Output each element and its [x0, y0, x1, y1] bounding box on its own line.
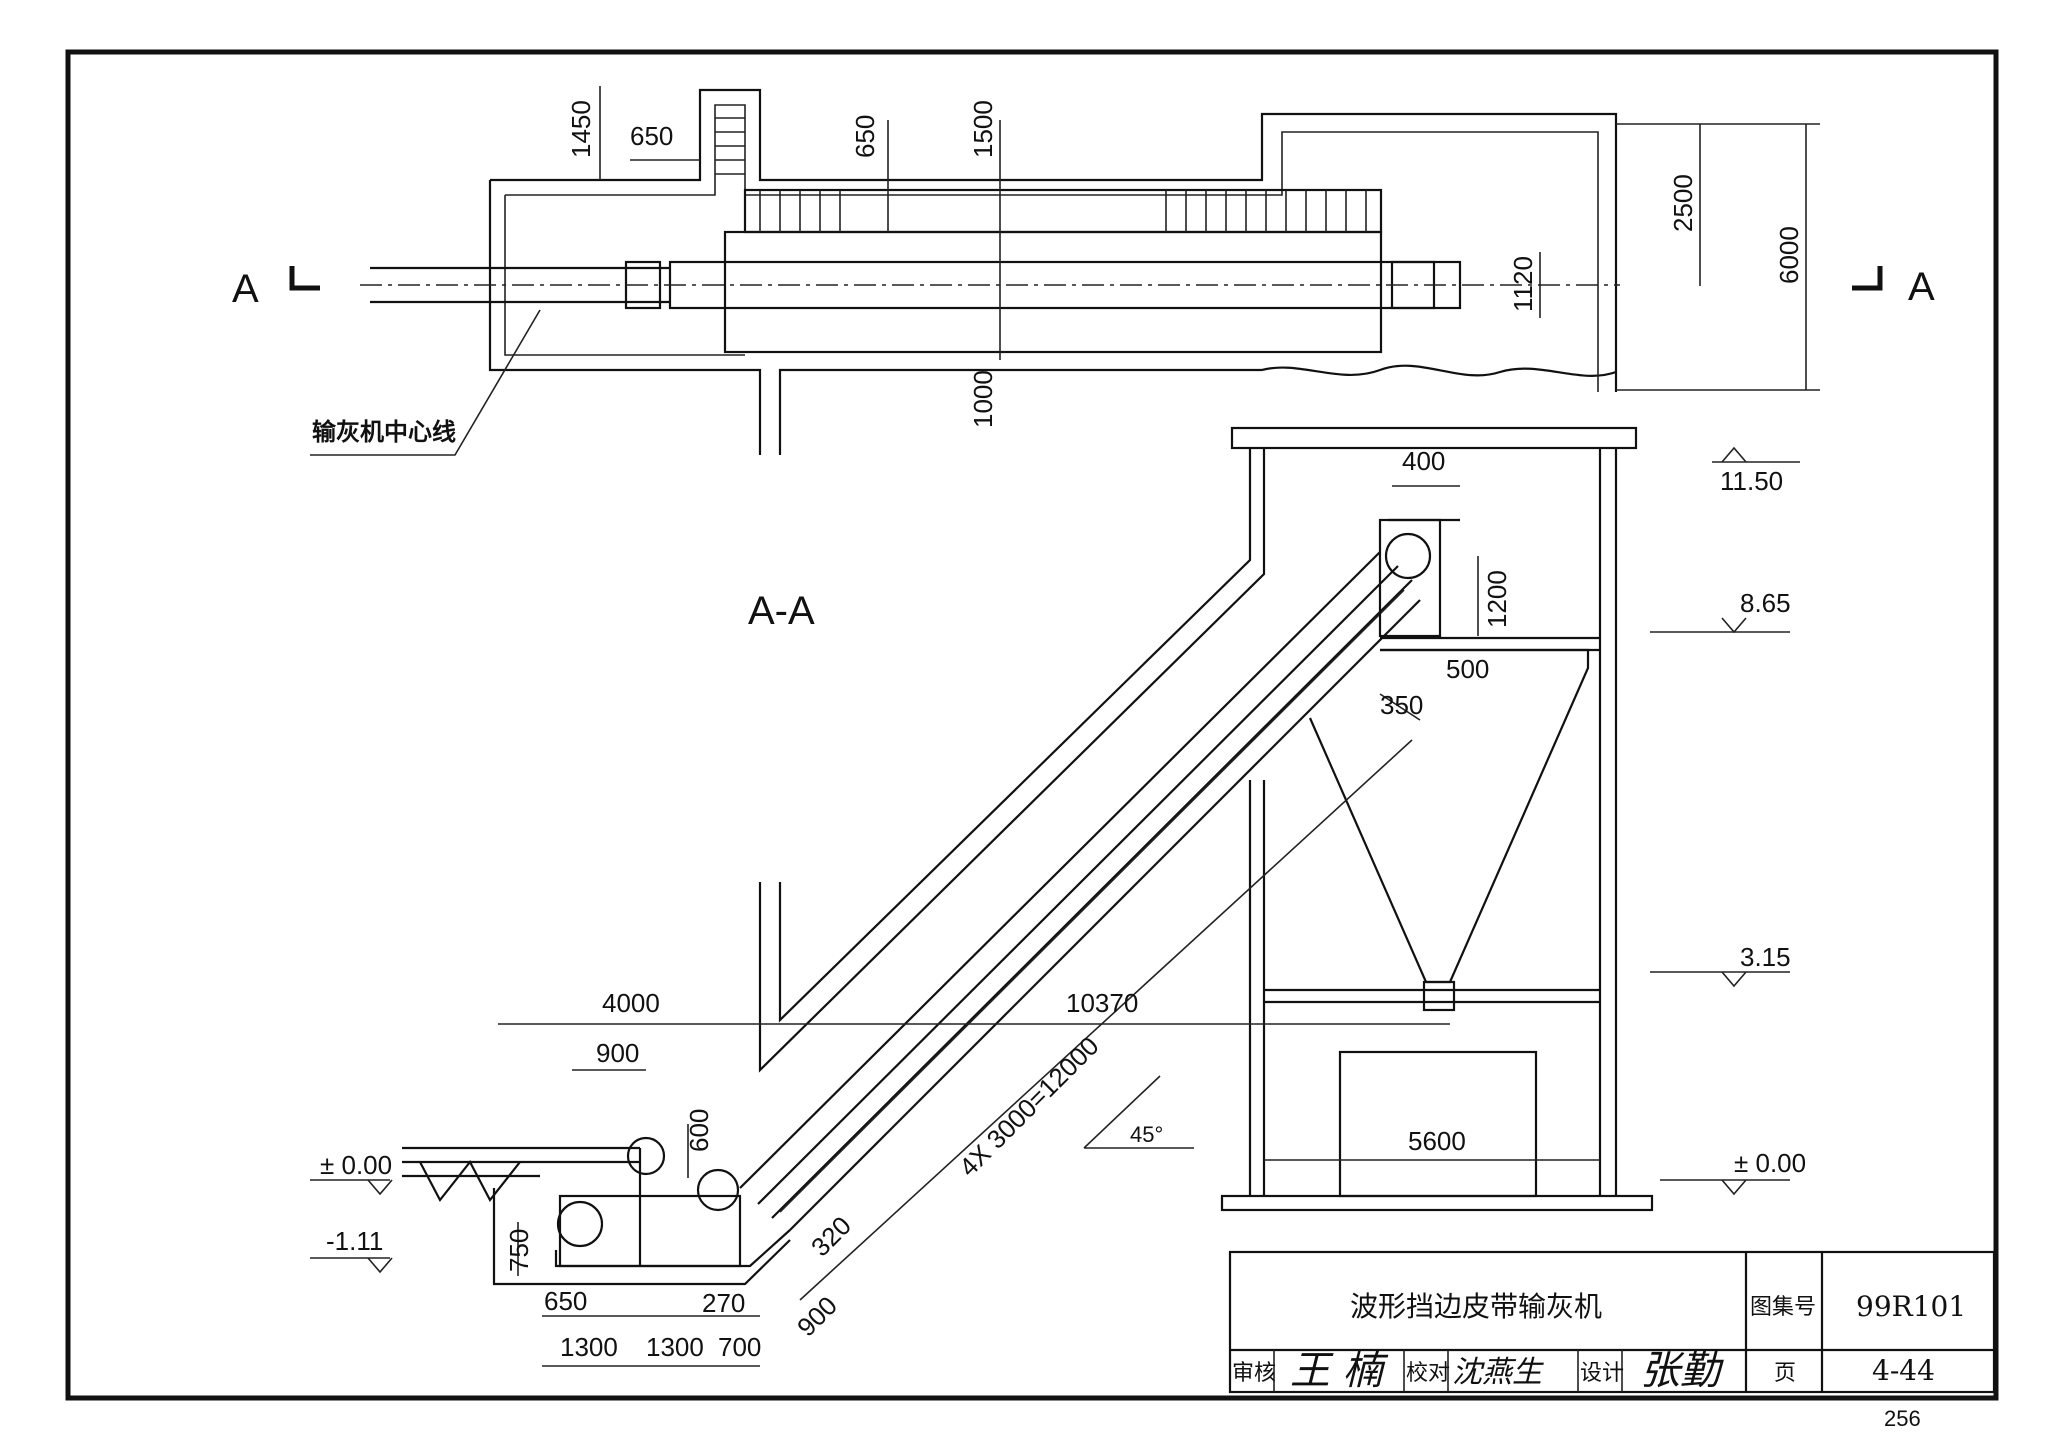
elevation-marks	[310, 446, 1800, 1274]
dim-4000: 4000	[602, 988, 660, 1018]
atlas-label: 图集号	[1750, 1295, 1816, 1320]
page-number: 4-44	[1872, 1354, 1935, 1387]
dim-900-top: 900	[596, 1038, 639, 1068]
sheet-border	[65, 49, 1999, 1401]
dim-270: 270	[702, 1288, 745, 1318]
inclined-conveyor	[696, 518, 1460, 1231]
check-signature: 沈燕生	[1452, 1355, 1544, 1390]
section-mark-left: A	[232, 267, 259, 311]
sheet-number: 256	[1884, 1406, 1921, 1431]
elev-11-50: 11.50	[1720, 466, 1783, 496]
elev-8-65: 8.65	[1740, 588, 1791, 618]
title-block	[1228, 1250, 1996, 1394]
stair-treads-left	[759, 190, 841, 232]
dim-350: 350	[1380, 690, 1423, 720]
horizontal-conveyor	[402, 1136, 791, 1268]
dim-2500: 2500	[1668, 174, 1698, 232]
section-dimensions	[498, 485, 1600, 1367]
design-label: 设计	[1580, 1361, 1624, 1386]
dim-4x3000: 4X 3000=12000	[953, 1031, 1105, 1183]
dim-1450: 1450	[566, 100, 596, 158]
plan-dimensions	[599, 86, 1820, 391]
dim-5600: 5600	[1408, 1126, 1466, 1156]
dim-500: 500	[1446, 654, 1489, 684]
dim-1120: 1120	[1508, 256, 1538, 312]
dim-900-bottom: 900	[791, 1290, 843, 1342]
page-label: 页	[1774, 1361, 1796, 1386]
centerline-label: 输灰机中心线	[312, 418, 456, 446]
dim-650-b: 650	[850, 115, 880, 158]
atlas-number: 99R101	[1856, 1290, 1966, 1323]
dim-45-deg: 45°	[1130, 1122, 1163, 1147]
stair-treads-top	[715, 117, 745, 175]
elev-0-00-left: ± 0.00	[320, 1150, 392, 1180]
dim-1000: 1000	[968, 370, 998, 428]
elev-0-00-right: ± 0.00	[1734, 1148, 1806, 1178]
dim-10370: 10370	[1066, 988, 1138, 1018]
section-mark-right: A	[1908, 265, 1935, 309]
section-title: A-A	[748, 589, 815, 633]
plan-view: A A 输灰机中心线 1450 650 650 1500 1000 1120 2…	[232, 86, 1935, 456]
dim-600: 600	[684, 1109, 714, 1152]
dim-1200: 1200	[1482, 570, 1512, 628]
elev-minus-1-11: -1.11	[326, 1226, 383, 1256]
elev-3-15: 3.15	[1740, 942, 1791, 972]
dim-6000: 6000	[1774, 226, 1804, 284]
review-label: 审核	[1232, 1361, 1276, 1386]
dim-700: 700	[718, 1332, 761, 1362]
dim-1300-b: 1300	[646, 1332, 704, 1362]
stair-treads-right	[1165, 190, 1367, 232]
review-signature: 王 楠	[1290, 1348, 1389, 1394]
dim-1300-a: 1300	[560, 1332, 618, 1362]
section-view: A-A	[310, 426, 1806, 1367]
dim-750: 750	[504, 1229, 534, 1272]
dim-1500: 1500	[968, 100, 998, 158]
check-label: 校对	[1406, 1361, 1450, 1386]
dim-650-a: 650	[630, 121, 673, 151]
dim-400: 400	[1402, 446, 1445, 476]
design-signature: 张勤	[1640, 1348, 1724, 1394]
dim-650: 650	[544, 1286, 587, 1316]
drawing-title: 波形挡边皮带输灰机	[1350, 1290, 1602, 1323]
